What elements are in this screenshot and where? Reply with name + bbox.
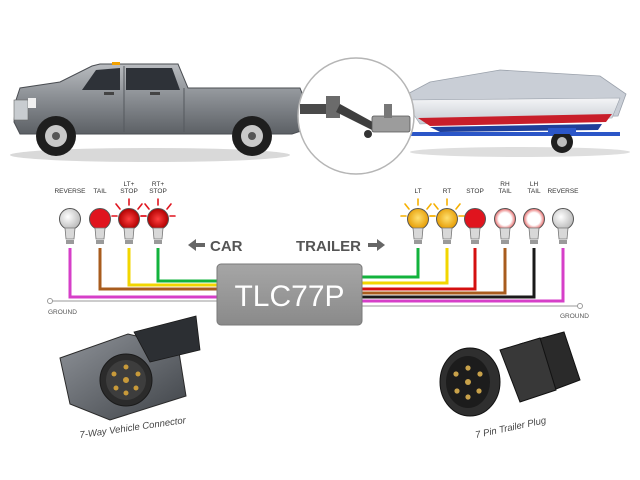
boat-trailer <box>399 69 630 157</box>
ground-label-right: GROUND <box>560 313 589 320</box>
car-lamp-2: LT+STOP <box>111 181 147 244</box>
bulb-base-icon <box>499 227 511 240</box>
vehicle-connector-caption: 7-Way Vehicle Connector <box>79 415 188 441</box>
module-name: TLC77P <box>234 280 344 313</box>
bulb-base-icon <box>64 227 76 240</box>
bulb-label: REVERSE <box>54 188 86 195</box>
bulb-label: REVERSE <box>547 188 579 195</box>
arrow-left-icon <box>188 239 196 251</box>
bulb-socket-icon <box>414 240 422 244</box>
car-lamp-0: REVERSE <box>54 188 86 244</box>
trailer-rh-tail-wire <box>362 248 507 295</box>
hitch-closeup <box>297 57 415 175</box>
trailer-lamp-5: REVERSE <box>547 188 579 244</box>
bulb-icon <box>436 208 458 230</box>
bulb-base-icon <box>441 227 453 240</box>
trailer-direction: TRAILER <box>296 238 385 255</box>
trailer-lamp-1: RT <box>429 188 465 244</box>
bulb-socket-icon <box>471 240 479 244</box>
bulb-socket-icon <box>66 240 74 244</box>
car-lamp-1: TAIL <box>89 188 111 244</box>
trailer-lt-wire <box>362 248 420 279</box>
module-box: TLC77P <box>216 263 363 326</box>
bulb-label: TAIL <box>93 188 107 195</box>
bulb-socket-icon <box>125 240 133 244</box>
bulb-socket-icon <box>530 240 538 244</box>
bulb-label: RH <box>500 181 510 188</box>
bulb-socket-icon <box>443 240 451 244</box>
bulb-icon <box>523 208 545 230</box>
bulb-base-icon <box>469 227 481 240</box>
trailer-stop-wire <box>362 248 477 291</box>
car-rt-stop-wire <box>156 248 217 283</box>
glow-rays-icon <box>429 198 465 217</box>
car-label: CAR <box>210 238 243 255</box>
bulb-base-icon <box>412 227 424 240</box>
pickup-truck <box>10 62 305 162</box>
trailer-lh-tail-wire <box>362 248 536 299</box>
bulb-label: RT <box>443 188 452 195</box>
bulb-icon <box>147 208 169 230</box>
ground-terminal-left <box>47 298 53 304</box>
trailer-reverse-wire <box>362 248 565 303</box>
bulb-icon <box>552 208 574 230</box>
bulb-icon <box>89 208 111 230</box>
bulb-label: LH <box>530 181 539 188</box>
arrow-left-shaft <box>196 243 205 247</box>
bulb-label: STOP <box>466 188 484 195</box>
ground-label-left: GROUND <box>48 309 77 316</box>
glow-rays-icon <box>140 198 176 217</box>
bulb-base-icon <box>557 227 569 240</box>
trailer-plug-caption: 7 Pin Trailer Plug <box>474 415 548 441</box>
bulb-label: RT+ <box>152 181 165 188</box>
trailer-rt-wire <box>362 248 449 285</box>
bulb-icon <box>118 208 140 230</box>
trailer-label: TRAILER <box>296 238 361 255</box>
bulb-label: LT <box>414 188 421 195</box>
trailer-lamp-0: LT <box>400 188 436 244</box>
bulb-label: STOP <box>120 188 138 195</box>
trailer-plug: 7 Pin Trailer Plug <box>439 331 581 441</box>
car-lamp-3: RT+STOP <box>140 181 176 244</box>
bulb-socket-icon <box>501 240 509 244</box>
car-reverse-wire <box>68 248 217 299</box>
car-direction: CAR <box>188 238 243 255</box>
bulb-icon <box>494 208 516 230</box>
bulb-base-icon <box>123 227 135 240</box>
bulb-base-icon <box>94 227 106 240</box>
bulb-label: LT+ <box>124 181 135 188</box>
car-lt-stop-wire <box>127 248 217 287</box>
bulb-icon <box>59 208 81 230</box>
bulb-base-icon <box>528 227 540 240</box>
wiring-harness <box>47 248 583 309</box>
arrow-right-shaft <box>368 243 377 247</box>
bulb-socket-icon <box>154 240 162 244</box>
bulb-icon <box>464 208 486 230</box>
car-tail-wire <box>98 248 217 291</box>
ground-terminal-right <box>577 303 583 309</box>
trailer-lamp-2: STOP <box>464 188 486 244</box>
bulb-socket-icon <box>559 240 567 244</box>
bulb-label: TAIL <box>527 188 541 195</box>
bulb-label: TAIL <box>498 188 512 195</box>
bulb-base-icon <box>152 227 164 240</box>
arrow-right-icon <box>377 239 385 251</box>
bulb-label: STOP <box>149 188 167 195</box>
bulb-icon <box>407 208 429 230</box>
vehicle-connector: 7-Way Vehicle Connector <box>59 315 201 441</box>
bulb-socket-icon <box>96 240 104 244</box>
